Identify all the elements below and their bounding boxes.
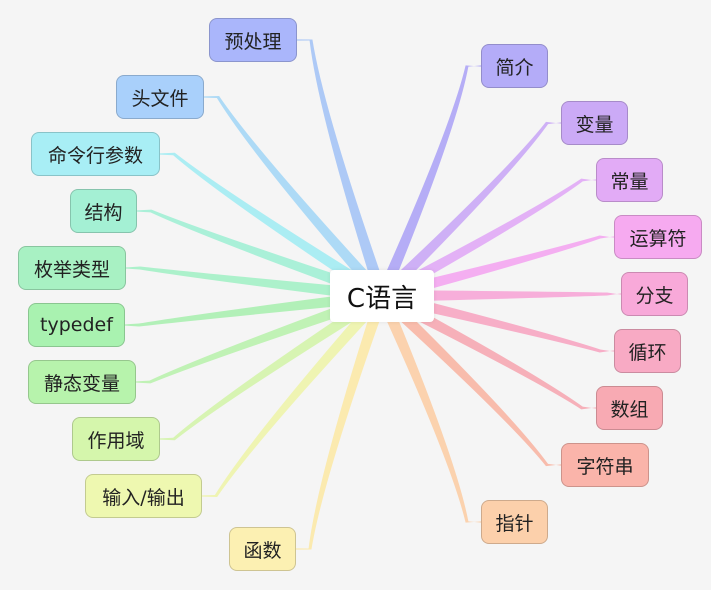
topic-pointer[interactable]: 指针 [481,500,548,544]
topic-input-output[interactable]: 输入/输出 [85,474,202,518]
topic-operator[interactable]: 运算符 [614,215,702,259]
branch-io [202,291,387,498]
topic-loop[interactable]: 循环 [614,329,681,373]
branch-enum [126,266,383,302]
branch-array [379,290,596,410]
branch-function [296,294,388,550]
branch-preprocess [297,39,388,298]
branch-operator [380,235,614,302]
topic-variable[interactable]: 变量 [561,101,628,145]
topic-branch[interactable]: 分支 [621,272,688,316]
branch-loop [380,290,614,353]
branch-variable [377,121,561,301]
branch-static-var [136,290,384,384]
branch-constant [379,178,596,302]
branch-pointer [376,293,481,523]
branch-scope [160,290,386,441]
branch-string [377,291,561,467]
topic-static-variable[interactable]: 静态变量 [28,360,136,404]
topic-command-line-args[interactable]: 命令行参数 [31,132,160,176]
topic-intro[interactable]: 简介 [481,44,548,88]
topic-preprocess[interactable]: 预处理 [209,18,297,62]
topic-constant[interactable]: 常量 [596,158,663,202]
branch-typedef [125,290,383,327]
topic-typedef[interactable]: typedef [28,303,125,347]
branch-cmd-args [160,152,386,302]
central-topic-c-language[interactable]: C语言 [330,270,434,322]
topic-struct[interactable]: 结构 [70,189,137,233]
topic-array[interactable]: 数组 [596,386,663,430]
topic-header-file[interactable]: 头文件 [116,75,204,119]
branch-struct [137,209,384,302]
topic-string[interactable]: 字符串 [561,443,649,487]
topic-enum-type[interactable]: 枚举类型 [18,246,126,290]
branch-intro [376,65,481,299]
topic-function[interactable]: 函数 [229,527,296,571]
topic-scope[interactable]: 作用域 [72,417,160,461]
branch-header-file [204,95,387,301]
branch-branch [381,290,621,302]
